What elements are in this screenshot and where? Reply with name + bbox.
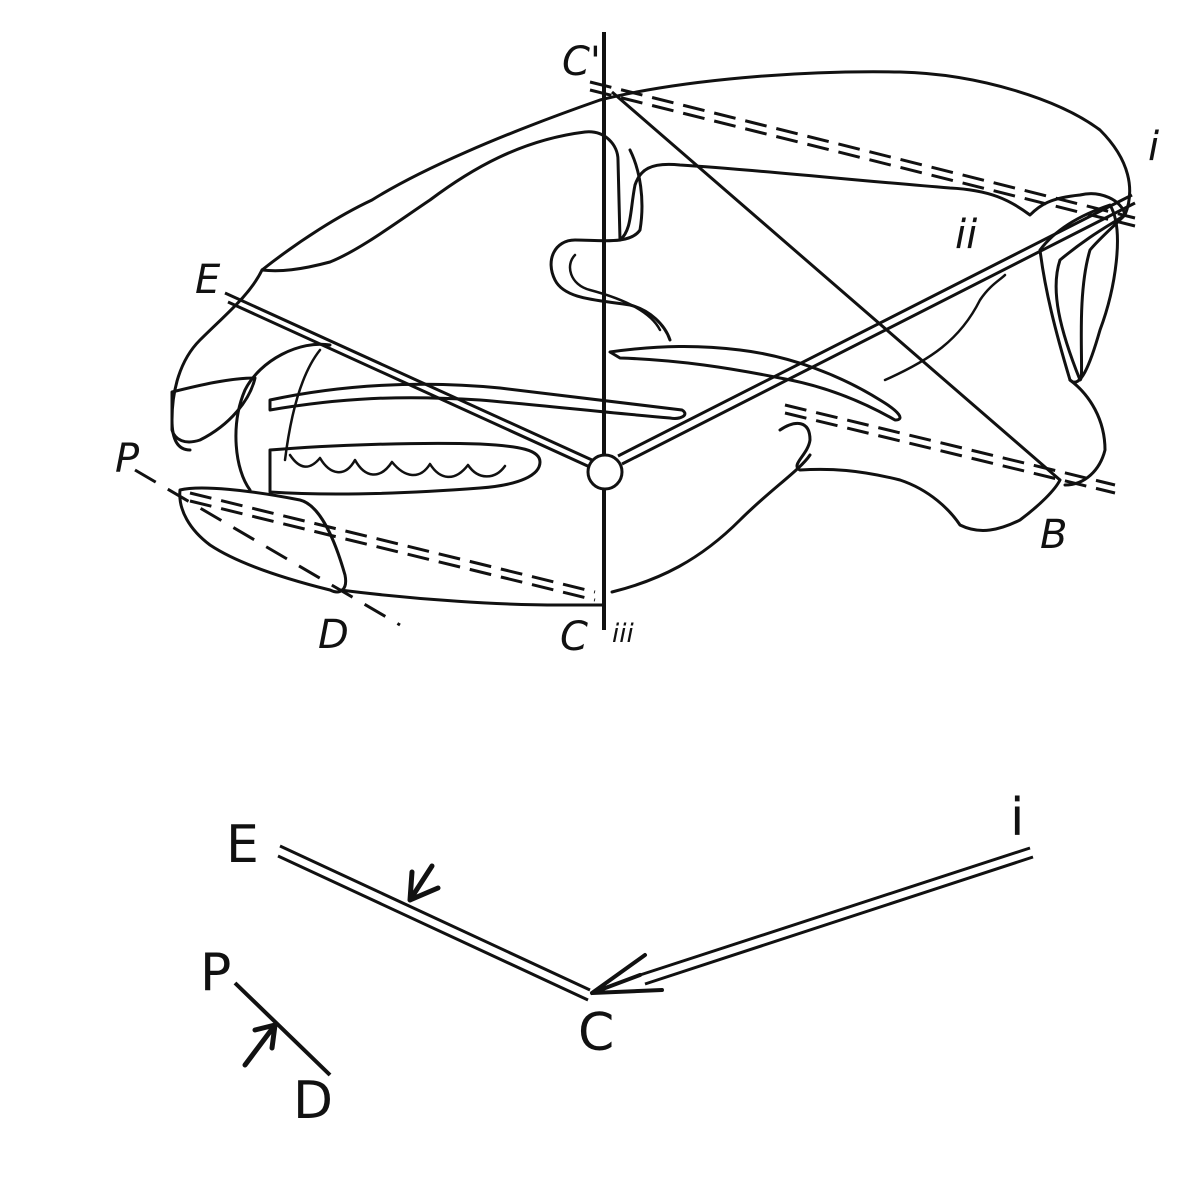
vector-diagram <box>233 844 1034 1077</box>
incisor-hatched <box>178 486 348 594</box>
occipital-lower-outline <box>1063 378 1107 487</box>
label-d-upper: D <box>318 612 349 658</box>
dashed-line-p-to-d <box>134 468 401 627</box>
label-p-upper: P <box>115 436 140 482</box>
dashed-line-bottom-left <box>189 491 596 602</box>
label-c-prime: C' <box>562 39 601 85</box>
jaw-lower-outline <box>338 588 604 607</box>
vector-i-to-c <box>639 846 1034 986</box>
axis-lines <box>134 32 1136 630</box>
dashed-line-lower-right <box>784 403 1116 495</box>
label-i-mark: i <box>1148 124 1159 170</box>
dashed-line-top <box>589 80 1136 228</box>
tooth-crowns <box>288 453 507 479</box>
label-e-upper: E <box>195 257 221 303</box>
jaw-right-outline <box>610 453 812 594</box>
orbit-outline <box>234 342 332 492</box>
vector-p-to-d <box>233 981 332 1077</box>
zygomatic-arch-hatched <box>268 382 687 420</box>
cranial-roof-hatched <box>260 70 1132 382</box>
arrowhead-at-c <box>590 953 664 995</box>
inner-braincase-curve <box>549 148 672 342</box>
vector-e-to-c <box>277 844 591 1002</box>
arrow-on-e-c <box>407 863 441 903</box>
inner-braincase-curve-2 <box>568 253 662 332</box>
label-iii: iii <box>612 619 634 649</box>
orbit-inner <box>283 348 322 462</box>
label-p-lower: P <box>200 943 231 1003</box>
nasal-hatched <box>170 376 257 444</box>
tooth-row <box>268 441 542 496</box>
line-cprime-to-b <box>611 90 1061 482</box>
center-point-circle <box>586 453 624 491</box>
upper-labels: C' ii i E P B D C iii <box>115 39 1159 660</box>
maxilla-hatched <box>608 344 902 422</box>
label-c-upper: C <box>560 614 588 660</box>
mandible-back <box>778 421 1062 532</box>
label-b: B <box>1040 512 1067 558</box>
lower-labels: E i C P D <box>200 788 1024 1131</box>
label-ii: ii <box>955 212 977 258</box>
label-e-lower: E <box>226 815 259 875</box>
skull-drawing <box>170 70 1132 607</box>
arrow-on-p-d <box>242 1022 278 1068</box>
ear-region-curve <box>883 273 1007 382</box>
label-c-lower: C <box>578 1003 614 1063</box>
line-center-to-i <box>617 193 1136 466</box>
label-i-lower: i <box>1010 788 1024 848</box>
snout-outline <box>170 268 264 452</box>
label-d-lower: D <box>293 1071 333 1131</box>
line-e-to-center <box>224 291 593 470</box>
